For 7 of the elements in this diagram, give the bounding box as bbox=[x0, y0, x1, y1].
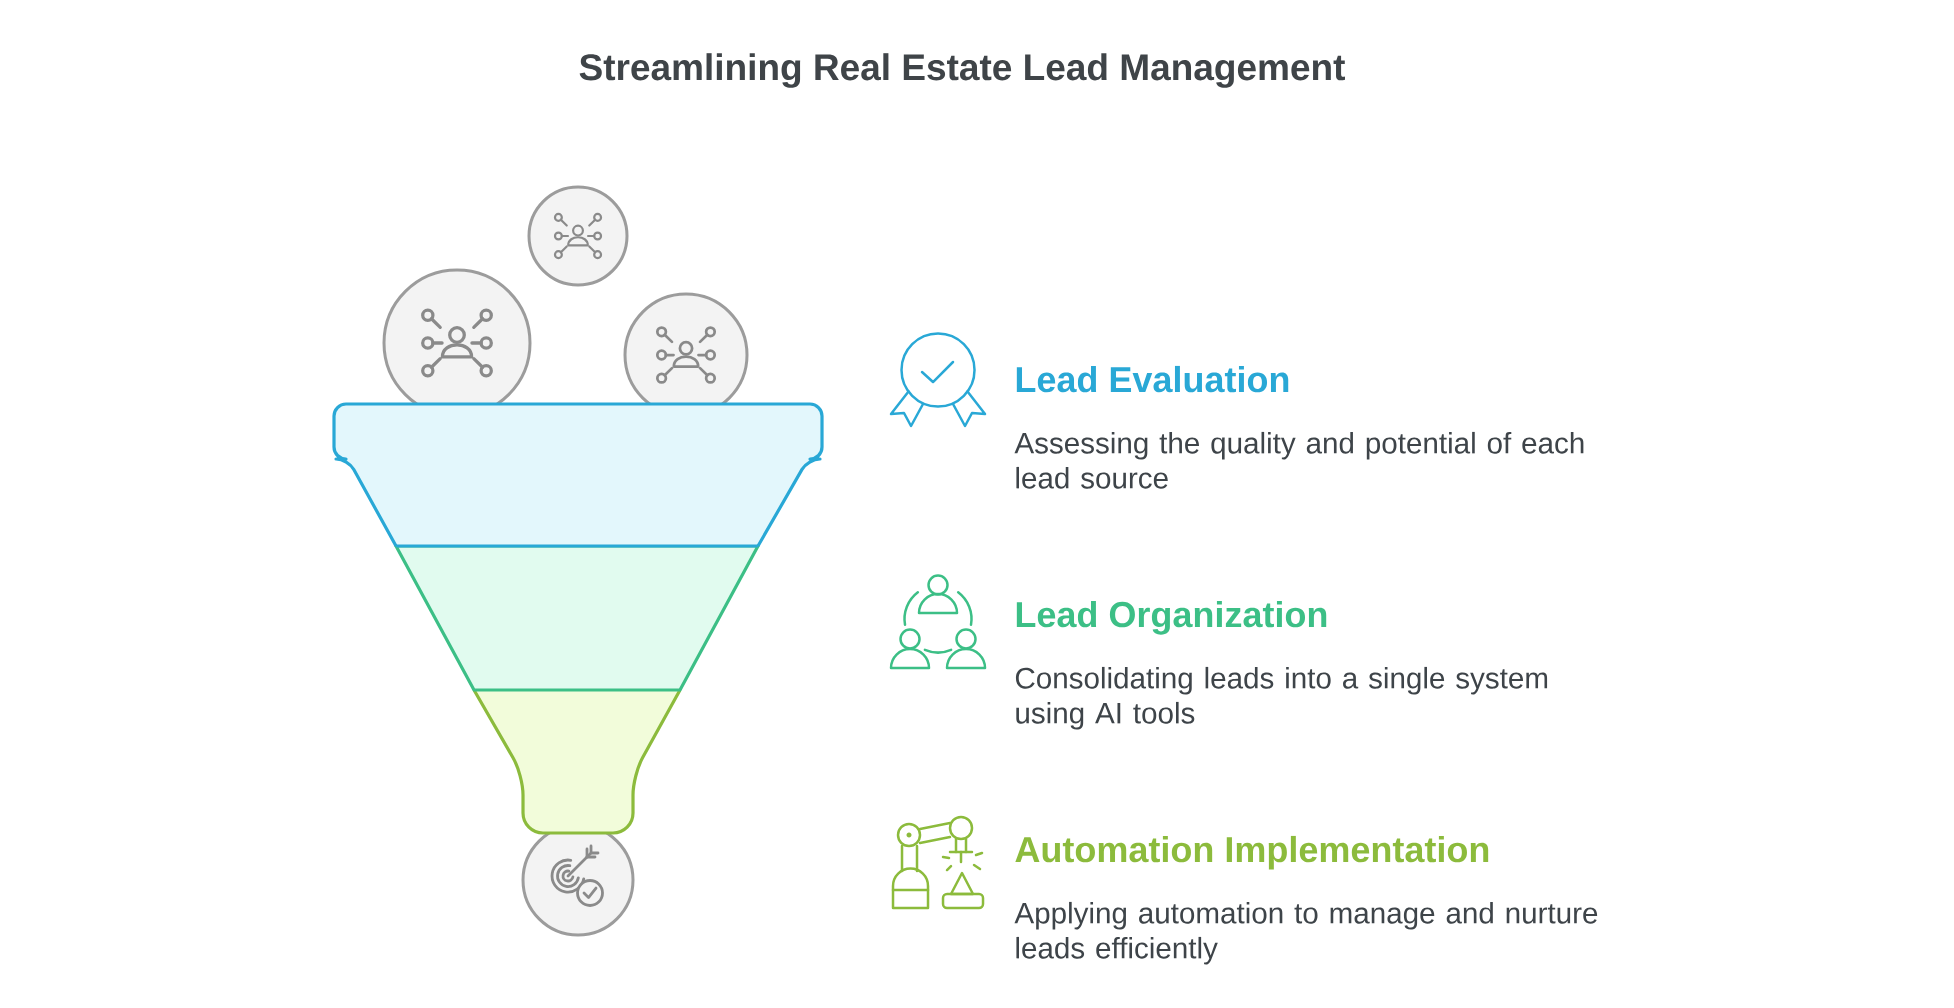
title: Streamlining Real Estate Lead Management bbox=[579, 53, 1345, 88]
heading: Lead Organization bbox=[1016, 600, 1327, 635]
description: Consolidating leads into a single system using AI tools bbox=[1015, 666, 1548, 730]
heading: Lead Evaluation bbox=[1016, 365, 1289, 393]
heading: Automation Implementation bbox=[1015, 835, 1489, 870]
description: Assessing the quality and potential of each lead source bbox=[1014, 431, 1584, 489]
description: Applying automation to manage and nurture leads efficiently bbox=[1014, 901, 1598, 965]
